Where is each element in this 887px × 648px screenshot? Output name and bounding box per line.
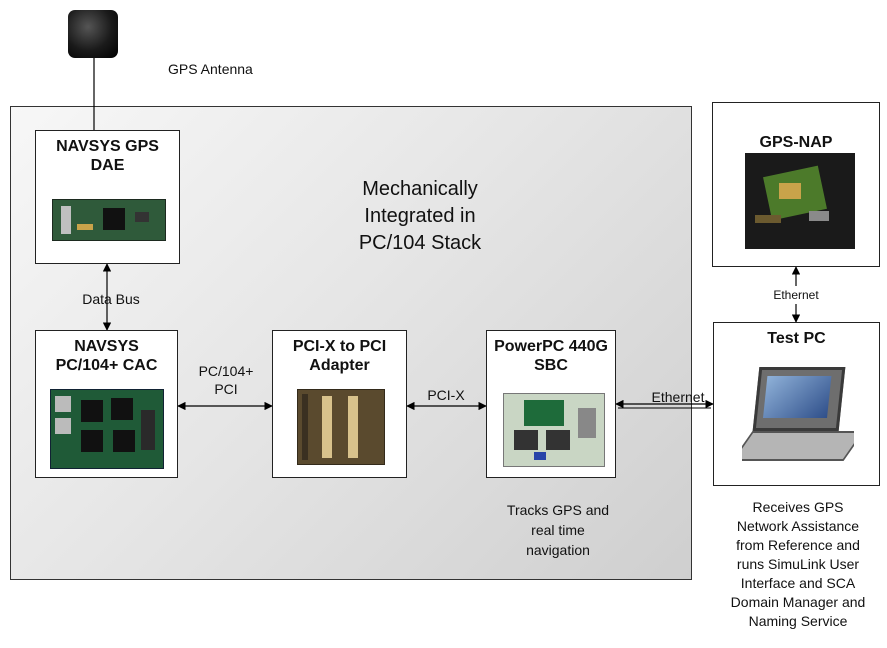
box-title-line: Adapter — [309, 357, 370, 374]
ethernet-ref-label: Ethernet — [756, 286, 836, 304]
box-title-line: PowerPC 440G — [494, 338, 608, 355]
pc104-pci-label: PC/104+ PCI — [186, 362, 266, 398]
box-title-line: Test PC — [767, 330, 826, 347]
test-pc-note-line: Receives GPS — [752, 499, 844, 515]
test-pc-note-line: runs SimuLink User — [736, 556, 860, 572]
test-pc-note: Receives GPS Network Assistance from Ref… — [712, 498, 884, 631]
data-bus-label: Data Bus — [82, 291, 140, 307]
sbc-note-line: Tracks GPS and — [506, 502, 610, 518]
stack-title: Mechanically Integrated in PC/104 Stack — [320, 176, 520, 257]
box-title: NAVSYS GPS DAE — [36, 137, 179, 175]
stack-title-line: Integrated in — [364, 205, 476, 227]
gps-nap-device-image — [745, 153, 855, 249]
box-title-line: NAVSYS GPS — [56, 138, 159, 155]
box-title-line: NAVSYS — [74, 338, 139, 355]
box-title-line: PCI-X to PCI — [292, 338, 387, 355]
box-title-line: PC/104+ CAC — [55, 357, 158, 374]
laptop-image — [742, 363, 854, 467]
sbc-board-image — [503, 393, 605, 467]
gps-antenna-icon — [68, 10, 118, 58]
navsys-gps-dae-box: NAVSYS GPS DAE — [35, 130, 180, 264]
test-pc-note-line: Domain Manager and — [730, 594, 866, 610]
box-title: NAVSYS PC/104+ CAC — [36, 337, 177, 375]
box-title-line: GPS-NAP — [759, 134, 833, 151]
box-title-line: DAE — [90, 157, 125, 174]
ethernet-sbc-label: Ethernet — [651, 389, 705, 405]
test-pc-note-line: Network Assistance — [736, 518, 860, 534]
pc104-pci-label-line: PC/104+ — [198, 363, 254, 379]
adapter-board-image — [297, 389, 385, 465]
sbc-note: Tracks GPS and real time navigation — [488, 500, 628, 560]
stack-title-line: PC/104 Stack — [358, 232, 482, 254]
box-title-line: SBC — [534, 357, 568, 374]
gps-nap-reference-box: GPS-NAP Reference — [712, 102, 880, 267]
cac-board-image — [50, 389, 164, 469]
box-title: Test PC — [714, 329, 879, 348]
box-title: PCI-X to PCI Adapter — [273, 337, 406, 375]
test-pc-note-line: Interface and SCA — [740, 575, 856, 591]
gps-antenna-label: GPS Antenna — [168, 61, 253, 77]
test-pc-note-line: Naming Service — [748, 613, 848, 629]
stack-title-line: Mechanically — [362, 178, 478, 200]
test-pc-note-line: from Reference and — [736, 537, 860, 553]
pc104-pci-label-line: PCI — [214, 381, 238, 397]
pcix-label: PCI-X — [427, 387, 465, 403]
test-pc-box: Test PC — [713, 322, 880, 486]
sbc-note-line: navigation — [526, 542, 590, 558]
powerpc-sbc-box: PowerPC 440G SBC — [486, 330, 616, 478]
dae-board-image — [52, 199, 166, 241]
sbc-note-line: real time — [531, 522, 585, 538]
pcix-adapter-box: PCI-X to PCI Adapter — [272, 330, 407, 478]
navsys-cac-box: NAVSYS PC/104+ CAC — [35, 330, 178, 478]
box-title: PowerPC 440G SBC — [487, 337, 615, 375]
